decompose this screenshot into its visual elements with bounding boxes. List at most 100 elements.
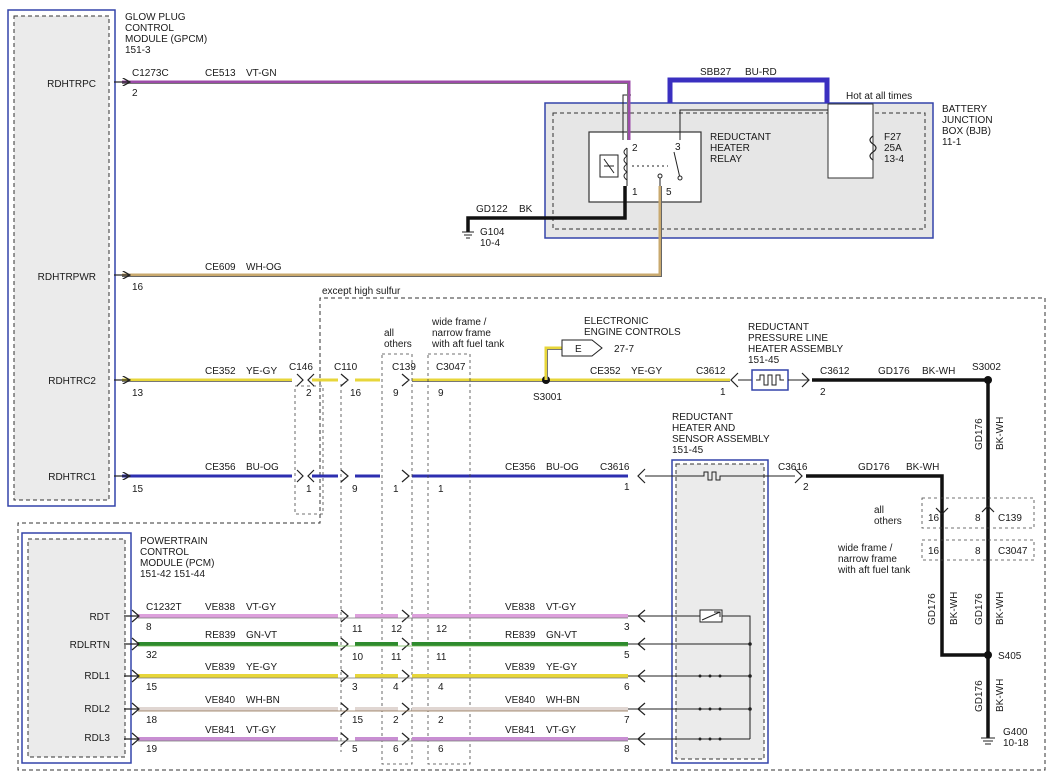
g104-name: G104: [480, 227, 505, 238]
relay-pin-3: 3: [675, 142, 681, 153]
eec-tag-letter: E: [575, 344, 582, 355]
ce513-wire: [122, 80, 631, 140]
bjb-box: BATTERY JUNCTION BOX (BJB) 11-1 2 3 1 5 …: [544, 102, 993, 239]
gd176v4-circuit: GD176: [974, 680, 985, 712]
ve838a-color: VT-GY: [246, 602, 276, 613]
c1232t-name: C1232T: [146, 602, 182, 613]
ce609-color: WH-OG: [246, 262, 282, 273]
pcm-pin-rdl2: RDL2: [84, 704, 110, 715]
pressure-heater-title-3: HEATER ASSEMBLY: [748, 344, 844, 355]
gpcm-pin-rdhtrc2: RDHTRC2: [48, 376, 96, 387]
sensor-pin-3: 3: [624, 622, 630, 633]
c3616r-pin: 2: [803, 482, 809, 493]
c1273c-pin16: 16: [132, 282, 144, 293]
ve841a-circuit: VE841: [205, 725, 235, 736]
s3001-label: S3001: [533, 392, 562, 403]
relay-title-2: HEATER: [710, 143, 750, 154]
gd176v3-circuit: GD176: [974, 593, 985, 625]
g400-ground-symbol: [981, 737, 995, 745]
c3047r-right: 8: [975, 546, 981, 557]
gd176v2-color: BK-WH: [949, 592, 960, 625]
c3612r-pin: 2: [820, 387, 826, 398]
c146-pin-b: 1: [306, 484, 312, 495]
gd176v4-color: BK-WH: [995, 679, 1006, 712]
ve840a-circuit: VE840: [205, 695, 235, 706]
heater-sensor-title-4: 151-45: [672, 445, 704, 456]
fuse-box: [827, 103, 874, 179]
re839a-circuit: RE839: [205, 630, 236, 641]
heater-sensor-title-3: SENSOR ASSEMBLY: [672, 434, 770, 445]
ve838b-color: VT-GY: [546, 602, 576, 613]
c139-outline: [381, 353, 413, 765]
gpcm-pin-rdhtrpc: RDHTRPC: [47, 79, 96, 90]
heater-sensor-title-2: HEATER AND: [672, 423, 735, 434]
gpcm-title-4: 151-3: [125, 45, 151, 56]
c3047-pin-b: 1: [438, 484, 444, 495]
ve841a-color: VT-GY: [246, 725, 276, 736]
heater-sensor-title-1: REDUCTANT: [672, 412, 733, 423]
ce513-circuit: CE513: [205, 68, 236, 79]
heater-sensor-assembly: [645, 459, 795, 764]
c139-pin-a: 9: [393, 388, 399, 399]
c139r-name: C139: [998, 513, 1022, 524]
gd122-wire: [466, 186, 627, 232]
ve841b-color: VT-GY: [546, 725, 576, 736]
c3047-name: C3047: [436, 362, 466, 373]
wide-frame-right-2: narrow frame: [838, 554, 897, 565]
c139-pin-e: 4: [393, 682, 399, 693]
re839a-color: GN-VT: [246, 630, 277, 641]
ve840b-circuit: VE840: [505, 695, 535, 706]
c3047r-name: C3047: [998, 546, 1028, 557]
gpcm-module: GLOW PLUG CONTROL MODULE (GPCM) 151-3 RD…: [7, 9, 207, 507]
eec-title-1: ELECTRONIC: [584, 316, 648, 327]
eec-title-2: ENGINE CONTROLS: [584, 327, 681, 338]
c3047-pin-g: 6: [438, 744, 444, 755]
bjb-title-2: JUNCTION: [942, 115, 993, 126]
fuse-ref: 13-4: [884, 154, 904, 165]
pcm-pin-rdl3: RDL3: [84, 733, 110, 744]
ce356a-color: BU-OG: [246, 462, 279, 473]
c1273c-pin13: 13: [132, 388, 144, 399]
c139-pin-c: 12: [391, 624, 403, 635]
c3047-pin-a: 9: [438, 388, 444, 399]
c3047r-box: [921, 539, 1035, 561]
c1273c-name: C1273C: [132, 68, 169, 79]
pressure-heater-title-2: PRESSURE LINE: [748, 333, 828, 344]
gd122-color: BK: [519, 204, 533, 215]
pcm-pin-rdl1: RDL1: [84, 671, 110, 682]
c3047-pin-e: 4: [438, 682, 444, 693]
ve838b-circuit: VE838: [505, 602, 535, 613]
c110-pin-a: 16: [350, 388, 362, 399]
sbb27-color: BU-RD: [745, 67, 777, 78]
gpcm-title-3: MODULE (GPCM): [125, 34, 207, 45]
relay-pin-1: 1: [632, 187, 638, 198]
c139-name: C139: [392, 362, 416, 373]
c1232t-p32: 32: [146, 650, 158, 661]
gpcm-title-1: GLOW PLUG: [125, 12, 186, 23]
ce352b-circuit: CE352: [590, 366, 621, 377]
c139r-right: 8: [975, 513, 981, 524]
all-others-right-2: others: [874, 516, 902, 527]
pcm-module: POWERTRAIN CONTROL MODULE (PCM) 151-42 1…: [21, 532, 214, 764]
ce352a-circuit: CE352: [205, 366, 236, 377]
fuse-name: F27: [884, 132, 902, 143]
c139-pin-d: 11: [391, 652, 402, 663]
c1273c-pin15: 15: [132, 484, 144, 495]
gd176v3-color: BK-WH: [995, 592, 1006, 625]
c110-pin-b: 9: [352, 484, 358, 495]
c1273c-pin2: 2: [132, 88, 138, 99]
c1232t-p18: 18: [146, 715, 158, 726]
c3047-pin-c: 12: [436, 624, 448, 635]
c3047-pin-f: 2: [438, 715, 444, 726]
all-others-top-1: all: [384, 328, 394, 339]
ve839a-color: YE-GY: [246, 662, 277, 673]
c1232t-p8: 8: [146, 622, 152, 633]
c110-pin-c: 11: [352, 624, 363, 635]
re839b-color: GN-VT: [546, 630, 577, 641]
c110-pin-d: 10: [352, 652, 364, 663]
all-others-right-1: all: [874, 505, 884, 516]
ce356b-color: BU-OG: [546, 462, 579, 473]
c1232t-p19: 19: [146, 744, 158, 755]
c3047r-left: 16: [928, 546, 940, 557]
ce513-color: VT-GN: [246, 68, 277, 79]
